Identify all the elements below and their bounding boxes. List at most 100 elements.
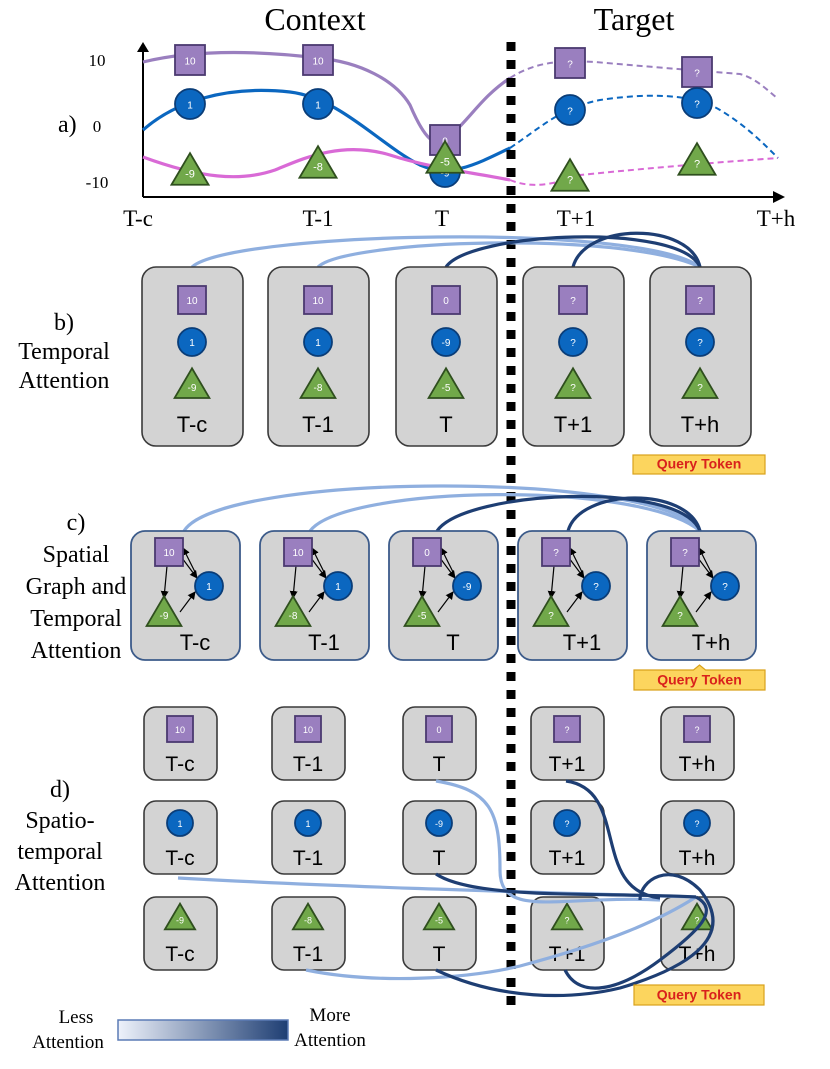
node-time-box: ? T+1 bbox=[530, 800, 605, 875]
graph-time-step-box: ???T+h bbox=[646, 530, 757, 661]
node-triangle: ? bbox=[550, 901, 584, 931]
node-time-box: ?T+1 bbox=[530, 706, 605, 781]
node-square: ? bbox=[685, 285, 715, 315]
node-square: ? bbox=[558, 285, 588, 315]
time-step-label: T bbox=[433, 943, 446, 966]
graph-time-step-box: ???T+1 bbox=[517, 530, 628, 661]
attention-arc bbox=[182, 484, 702, 532]
panel-b-label-line: Temporal bbox=[18, 339, 110, 365]
panel-d-label-line: d) bbox=[50, 777, 70, 803]
graph-node-triangle: -9 bbox=[145, 594, 183, 627]
chart-triangle-marker-value: -8 bbox=[313, 161, 323, 173]
node-circle: -9 bbox=[425, 809, 453, 837]
chart-triangle-marker: -9 bbox=[169, 151, 211, 186]
graph-node-triangle: ? bbox=[661, 594, 699, 627]
series-blue-target bbox=[509, 94, 779, 159]
node-square: ? bbox=[553, 715, 581, 743]
graph-time-step-box: 101-9T-c bbox=[130, 530, 241, 661]
graph-node-square-value: 10 bbox=[292, 548, 304, 559]
attention-link bbox=[435, 872, 697, 899]
node-triangle: ? bbox=[681, 366, 719, 399]
node-square: 10 bbox=[294, 715, 322, 743]
chart-triangle-marker: -8 bbox=[297, 144, 339, 179]
node-square: 0 bbox=[425, 715, 453, 743]
graph-node-square-value: 10 bbox=[163, 548, 175, 559]
node-triangle-value: -8 bbox=[304, 915, 312, 925]
node-time-box: ?T+h bbox=[660, 706, 735, 781]
node-square: 10 bbox=[177, 285, 207, 315]
node-circle-value: ? bbox=[694, 819, 699, 829]
attention-arc bbox=[190, 235, 701, 269]
node-time-box: -5T bbox=[402, 896, 477, 971]
node-square-value: 10 bbox=[303, 725, 313, 735]
graph-edge bbox=[437, 591, 454, 613]
time-step-label: T+1 bbox=[554, 412, 593, 437]
graph-node-circle: 1 bbox=[194, 571, 224, 601]
attention-arc bbox=[435, 494, 702, 532]
graph-node-circle-value: -9 bbox=[463, 582, 472, 593]
chart-square-marker: ? bbox=[681, 56, 713, 88]
graph-node-square: 10 bbox=[154, 537, 184, 567]
y-tick-label: 0 bbox=[93, 117, 102, 136]
node-time-box: 10T-c bbox=[143, 706, 218, 781]
time-step-label: T+h bbox=[681, 412, 720, 437]
node-triangle-value: -8 bbox=[314, 383, 323, 394]
panel-c-label-line: Spatial bbox=[43, 542, 110, 568]
node-square: 0 bbox=[431, 285, 461, 315]
node-square-value: ? bbox=[570, 296, 576, 307]
time-step-label: T+h bbox=[679, 847, 716, 870]
node-circle: 1 bbox=[166, 809, 194, 837]
node-triangle: -9 bbox=[173, 366, 211, 399]
node-circle: 1 bbox=[303, 327, 333, 357]
node-triangle: -9 bbox=[163, 901, 197, 931]
node-time-box: ?T+h bbox=[660, 896, 735, 971]
node-triangle: ? bbox=[554, 366, 592, 399]
panel-c-label-line: c) bbox=[67, 510, 86, 536]
node-square: 10 bbox=[303, 285, 333, 315]
chart-circle-marker-value: ? bbox=[567, 107, 573, 118]
node-triangle: -8 bbox=[299, 366, 337, 399]
attention-link bbox=[305, 895, 697, 981]
graph-edge bbox=[566, 591, 583, 613]
graph-node-circle: ? bbox=[581, 571, 611, 601]
chart-triangle-marker-value: ? bbox=[567, 174, 573, 186]
time-step-box: ???T+1 bbox=[522, 266, 625, 447]
legend-less-label: Attention bbox=[32, 1032, 104, 1053]
graph-node-square-value: ? bbox=[682, 548, 688, 559]
x-tick-label: T-c bbox=[123, 206, 153, 231]
node-circle-value: 1 bbox=[177, 819, 182, 829]
chart-square-marker-value: 10 bbox=[312, 57, 324, 68]
node-square-value: 10 bbox=[186, 296, 198, 307]
graph-node-circle: -9 bbox=[452, 571, 482, 601]
time-step-label: T-c bbox=[165, 847, 194, 870]
graph-node-triangle-value: ? bbox=[677, 611, 683, 622]
node-square-value: ? bbox=[694, 725, 699, 735]
time-step-label: T-c bbox=[165, 753, 194, 776]
node-circle: -9 bbox=[431, 327, 461, 357]
graph-edge bbox=[676, 565, 685, 599]
node-circle-value: 1 bbox=[305, 819, 310, 829]
chart-square-marker: 10 bbox=[174, 44, 206, 76]
graph-node-square: 0 bbox=[412, 537, 442, 567]
time-step-label: T+1 bbox=[563, 630, 602, 655]
y-axis-arrow bbox=[137, 42, 149, 52]
time-step-label: T-1 bbox=[293, 943, 323, 966]
attention-gradient-bar bbox=[117, 1019, 289, 1041]
graph-node-triangle-value: -9 bbox=[160, 611, 169, 622]
attention-arc bbox=[571, 231, 702, 268]
panel-c-label-line: Attention bbox=[31, 638, 122, 664]
time-step-label: T+1 bbox=[549, 847, 586, 870]
query-token-badge: Query Token bbox=[633, 984, 765, 1006]
panel-c-label-line: Temporal bbox=[30, 606, 122, 632]
time-step-label: T bbox=[439, 412, 452, 437]
attention-arc bbox=[308, 493, 702, 533]
node-circle: ? bbox=[553, 809, 581, 837]
node-circle: ? bbox=[683, 809, 711, 837]
graph-node-triangle: -5 bbox=[403, 594, 441, 627]
panel-b-label-line: b) bbox=[54, 310, 74, 336]
node-circle-value: ? bbox=[564, 819, 569, 829]
graph-edge bbox=[308, 591, 325, 613]
time-step-label: T bbox=[433, 753, 446, 776]
node-circle-value: ? bbox=[697, 338, 703, 349]
